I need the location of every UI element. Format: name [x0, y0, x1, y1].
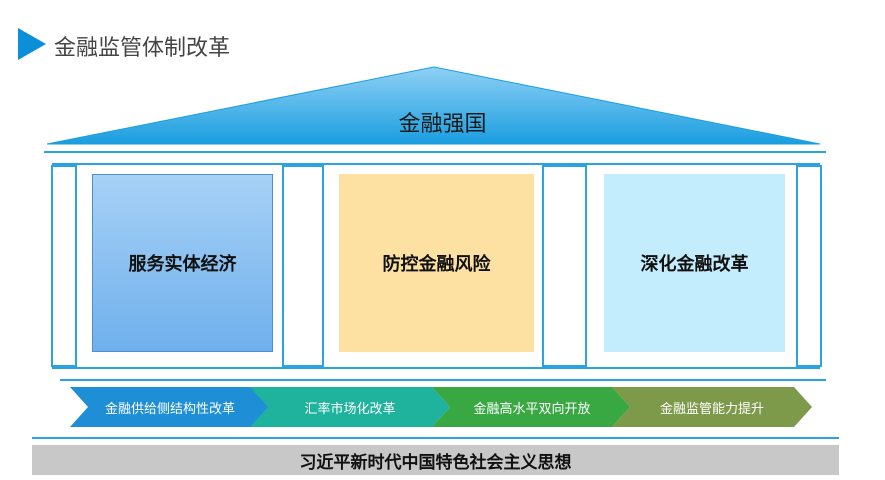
step-exchange-rate-reform: 汇率市场化改革 [304, 401, 396, 417]
title-triangle-icon [18, 28, 46, 60]
step-shape-2 [250, 387, 450, 427]
step-supply-side-reform: 金融供给侧结构性改革 [104, 401, 235, 417]
step-shape-3 [432, 387, 630, 427]
pillar-risk-control: 防控金融风险 [339, 174, 534, 352]
roof [46, 66, 821, 145]
page-title: 金融监管体制改革 [54, 36, 231, 61]
pillar-deepen-reform: 深化金融改革 [604, 174, 785, 352]
step-supervision-capability: 金融监管能力提升 [659, 401, 764, 417]
mid-pillar-right [542, 165, 587, 367]
step-shape-4 [612, 387, 812, 427]
step-financial-opening: 金融高水平双向开放 [473, 401, 591, 417]
mid-pillar-left [282, 165, 324, 367]
foundation-bar: 习近平新时代中国特色社会主义思想 [32, 445, 839, 475]
edge-pillar-right [796, 165, 822, 367]
roof-label: 金融强国 [398, 112, 487, 137]
step-shape-1 [70, 387, 270, 427]
pillar-serve-economy: 服务实体经济 [92, 174, 273, 352]
edge-pillar-left [51, 165, 77, 367]
